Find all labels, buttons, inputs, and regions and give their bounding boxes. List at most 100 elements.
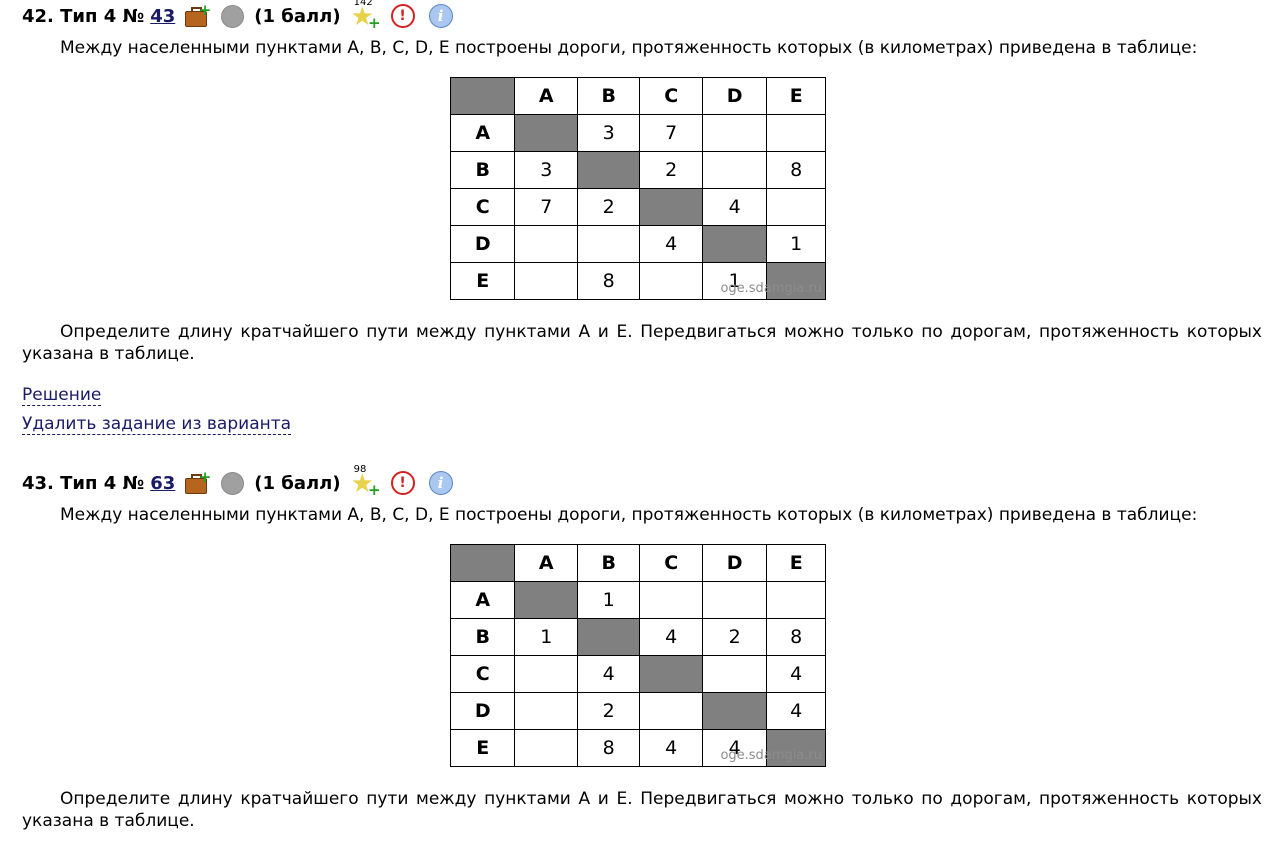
diagonal-cell: [639, 655, 703, 693]
problem-statement: Между населенными пунктами A, B, C, D, E…: [60, 38, 1198, 58]
distance-cell: [514, 262, 578, 300]
distance-cell: 7: [514, 188, 578, 226]
status-circle-icon[interactable]: [221, 4, 245, 28]
problem-43: 43. Тип 4 № 63 + (1 балл) ★98+ ! i Между…: [22, 464, 1262, 832]
distance-cell: [576, 225, 641, 263]
distance-cell: 2: [576, 692, 641, 730]
distance-cell: [701, 151, 768, 189]
distance-cell: [639, 692, 703, 730]
star-count: 142: [353, 0, 373, 8]
row-header: A: [449, 581, 516, 619]
distance-cell: [766, 581, 826, 619]
problem-42: 42. Тип 4 № 43 + (1 балл) ★142+ ! i Межд…: [22, 0, 1262, 435]
problem-number: 42. Тип 4 №: [22, 5, 145, 27]
diagonal-cell: [766, 262, 826, 300]
row-header: E: [449, 729, 516, 767]
column-header: D: [701, 544, 768, 582]
diagonal-cell: [514, 114, 578, 152]
distance-cell: 4: [766, 655, 826, 693]
remove-task-link[interactable]: Удалить задание из варианта: [22, 414, 292, 435]
distance-cell: 8: [766, 151, 826, 189]
star-count: 98: [353, 464, 367, 475]
distance-cell: [701, 581, 768, 619]
distance-cell: 2: [701, 618, 768, 656]
row-header: E: [449, 262, 516, 300]
distance-cell: [766, 114, 826, 152]
report-error-icon[interactable]: !: [390, 4, 415, 28]
distance-cell: 4: [639, 225, 703, 263]
row-header: D: [449, 225, 516, 263]
status-circle-icon[interactable]: [221, 471, 245, 495]
distance-cell: 4: [766, 692, 826, 730]
column-header: C: [639, 544, 703, 582]
diagonal-cell: [514, 581, 578, 619]
table-row: D 2 4: [449, 692, 826, 730]
points-label: (1 балл): [254, 472, 341, 494]
column-header: E: [766, 544, 826, 582]
task-id-link[interactable]: 43: [150, 5, 176, 27]
task-id-link[interactable]: 63: [150, 472, 176, 494]
distance-cell: [639, 262, 703, 300]
distance-cell: [514, 655, 578, 693]
distance-cell: [514, 225, 578, 263]
problem-header: 42. Тип 4 № 43 + (1 балл) ★142+ ! i: [22, 0, 1262, 31]
distance-cell: 1: [766, 225, 826, 263]
problem-question: Определите длину кратчайшего пути между …: [22, 789, 1262, 831]
column-header: D: [701, 77, 768, 115]
watermark: oge.sdamgia.ru: [720, 748, 822, 763]
distance-cell: 8: [576, 729, 641, 767]
distance-cell: [766, 188, 826, 226]
distance-cell: 7: [639, 114, 703, 152]
info-icon[interactable]: i: [428, 471, 453, 495]
column-header: A: [514, 544, 578, 582]
problem-number: 43. Тип 4 №: [22, 472, 145, 494]
distance-cell: 1: [701, 262, 768, 300]
distance-cell: 2: [639, 151, 703, 189]
column-header: B: [576, 77, 641, 115]
info-icon[interactable]: i: [428, 4, 453, 28]
problem-header: 43. Тип 4 № 63 + (1 балл) ★98+ ! i: [22, 464, 1262, 499]
distance-cell: [701, 114, 768, 152]
points-label: (1 балл): [254, 5, 341, 27]
distance-cell: [514, 729, 578, 767]
diagonal-cell: [576, 618, 641, 656]
distance-cell: 4: [576, 655, 641, 693]
column-header: A: [514, 77, 578, 115]
problem-question: Определите длину кратчайшего пути между …: [22, 322, 1262, 364]
solution-link[interactable]: Решение: [22, 385, 102, 406]
distance-cell: [514, 692, 578, 730]
row-header: C: [449, 655, 516, 693]
distance-cell: 1: [576, 581, 641, 619]
report-error-icon[interactable]: !: [390, 471, 415, 495]
diagonal-cell: [701, 692, 768, 730]
distance-cell: [701, 655, 768, 693]
distance-cell: 3: [514, 151, 578, 189]
briefcase-add-icon[interactable]: +: [185, 3, 211, 27]
distance-cell: 2: [576, 188, 641, 226]
row-header: C: [449, 188, 516, 226]
briefcase-add-icon[interactable]: +: [185, 470, 211, 494]
star-add-icon[interactable]: ★98+: [350, 464, 381, 499]
table-row: C 4 4: [449, 655, 826, 693]
row-header: B: [449, 151, 516, 189]
problem-statement: Между населенными пунктами A, B, C, D, E…: [60, 505, 1198, 525]
distance-cell: 8: [576, 262, 641, 300]
diagonal-cell: [701, 225, 768, 263]
column-header: E: [766, 77, 826, 115]
distance-cell: 1: [514, 618, 578, 656]
diagonal-cell: [766, 729, 826, 767]
diagonal-cell: [639, 188, 703, 226]
star-add-icon[interactable]: ★142+: [351, 0, 381, 31]
row-header: D: [449, 692, 516, 730]
